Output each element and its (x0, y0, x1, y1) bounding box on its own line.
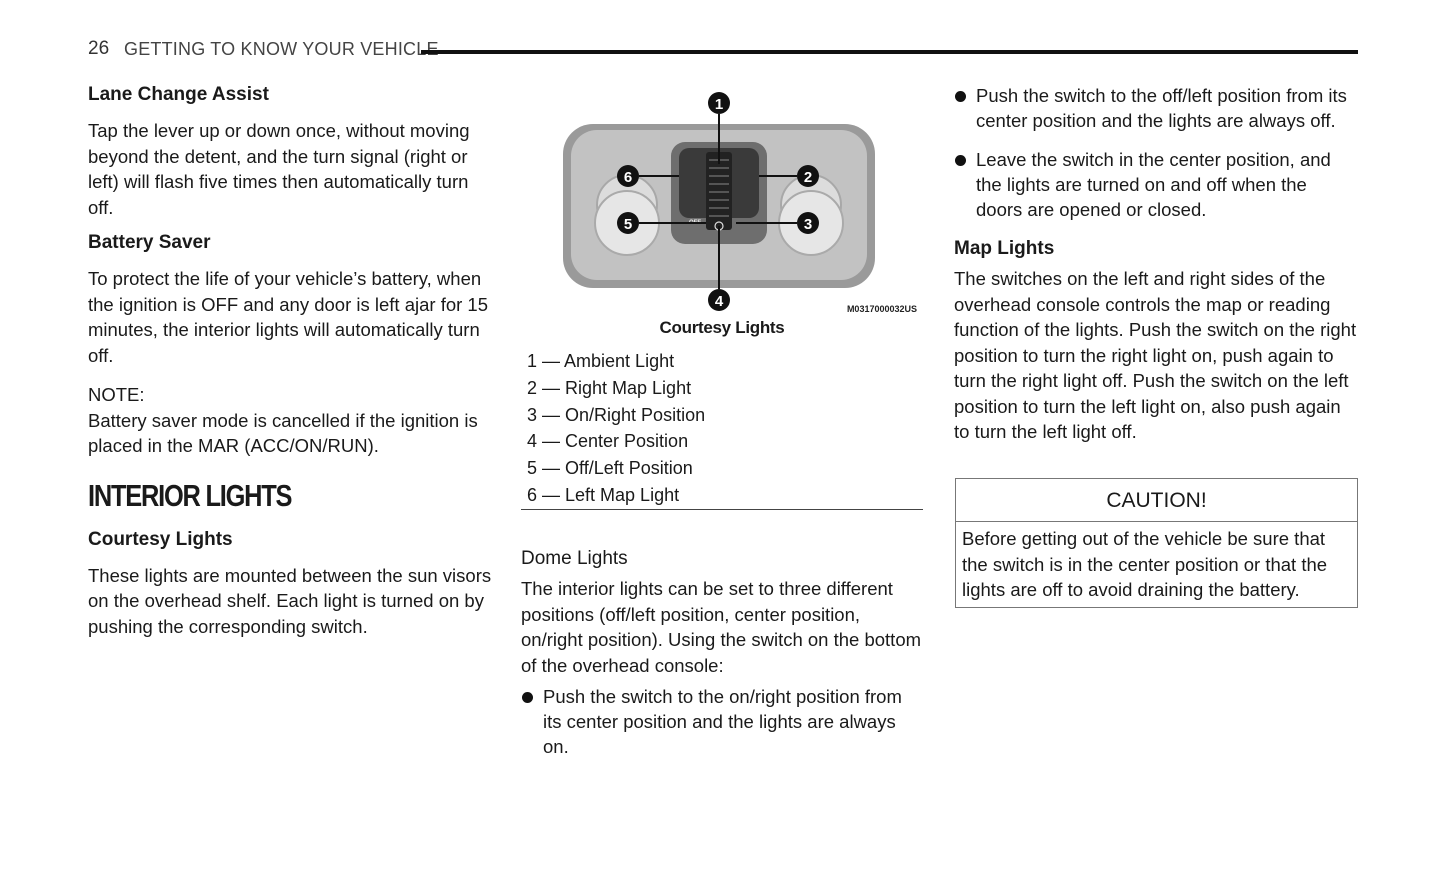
bullet-text: Leave the switch in the center position,… (976, 149, 1331, 220)
bullet-text: Push the switch to the off/left position… (976, 85, 1347, 131)
callout-6-label: 6 (624, 169, 632, 186)
dome-bullets: Push the switch to the on/right position… (521, 684, 923, 759)
overhead-console-figure: OFF 1 2 3 4 5 6 M0317000032US (521, 84, 923, 322)
callout-5 (617, 212, 639, 234)
caution-title: CAUTION! (956, 479, 1357, 522)
figure-code: M0317000032US (847, 304, 917, 314)
callout-1-label: 1 (715, 96, 723, 113)
callout-6 (617, 165, 639, 187)
caution-box: CAUTION! Before getting out of the vehic… (955, 478, 1358, 608)
legend-item: 1 — Ambient Light (527, 351, 675, 371)
bullet-item: Push the switch to the on/right position… (521, 684, 923, 759)
header-rule (421, 50, 1358, 54)
legend-item: 2 — Right Map Light (527, 377, 692, 398)
lane-change-body: Tap the lever up or down once, without m… (88, 120, 470, 218)
chapter-title: GETTING TO KNOW YOUR VEHICLE (124, 39, 439, 59)
callout-4-label: 4 (715, 293, 724, 310)
bullet-text: Push the switch to the on/right position… (543, 686, 902, 757)
figure-legend: 1 — Ambient Light 2 — Right Map Light 3 … (527, 348, 923, 509)
courtesy-body: These lights are mounted between the sun… (88, 564, 492, 637)
figure-caption: Courtesy Lights (659, 318, 785, 337)
callout-lines (639, 114, 797, 289)
callout-2 (797, 165, 819, 187)
bullet-dot (955, 155, 966, 166)
bullet-dot (955, 91, 966, 102)
overhead-console-illustration: OFF 1 2 3 4 5 6 M0317000032US (563, 92, 917, 314)
callout-3-label: 3 (804, 216, 812, 233)
lane-change-heading: Lane Change Assist (88, 84, 269, 105)
caution-body: Before getting out of the vehicle be sur… (962, 528, 1328, 600)
callout-1 (708, 92, 730, 114)
bullet-dot (522, 692, 533, 703)
dome-heading: Dome Lights (521, 548, 628, 569)
column-right: Push the switch to the off/left position… (954, 83, 1358, 445)
callouts: 1 2 3 4 5 6 (617, 92, 819, 311)
dome-body: The interior lights can be set to three … (521, 578, 922, 676)
legend-item: 4 — Center Position (527, 431, 689, 452)
map-lights-body: The switches on the left and right sides… (954, 268, 1357, 442)
battery-saver-heading: Battery Saver (88, 232, 211, 253)
legend-item: 6 — Left Map Light (527, 484, 680, 505)
note-label: NOTE: (88, 384, 145, 405)
callout-2-label: 2 (804, 169, 812, 186)
battery-saver-body: To protect the life of your vehicle’s ba… (88, 268, 489, 366)
callout-3 (797, 212, 819, 234)
callout-5-label: 5 (624, 216, 632, 233)
note-body: Battery saver mode is cancelled if the i… (88, 409, 478, 457)
legend-item: 3 — On/Right Position (527, 404, 706, 425)
map-lights-heading: Map Lights (954, 238, 1055, 259)
page-number: 26 (88, 38, 110, 59)
column-middle: Dome Lights The interior lights can be s… (521, 546, 923, 759)
bullet-item: Leave the switch in the center position,… (954, 147, 1358, 222)
callout-4 (708, 289, 730, 311)
legend-item: 5 — Off/Left Position (527, 458, 693, 479)
bullet-item: Push the switch to the off/left position… (954, 83, 1358, 133)
page-header: 26 GETTING TO KNOW YOUR VEHICLE (88, 38, 1358, 64)
courtesy-heading: Courtesy Lights (88, 528, 233, 550)
section-title: INTERIOR LIGHTS (88, 477, 293, 513)
column-left: Lane Change Assist Tap the lever up or d… (88, 80, 493, 639)
switch-bullets: Push the switch to the off/left position… (954, 83, 1358, 222)
legend-rule (521, 509, 923, 510)
